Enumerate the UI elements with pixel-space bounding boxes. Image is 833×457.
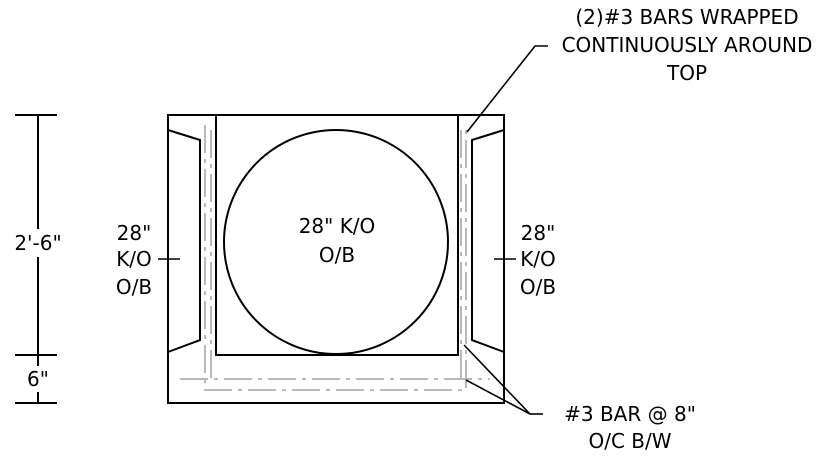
left-knockout-outline [167, 129, 201, 353]
rebar-wrap-line [204, 125, 467, 391]
bottom-note-leader-a [463, 344, 531, 415]
inner-opening [215, 114, 459, 356]
top-note-line-2: CONTINUOUSLY AROUND [562, 33, 813, 57]
left-knockout-label-line-2: K/O [116, 247, 152, 271]
top-note-line-3: TOP [666, 61, 707, 85]
center-knockout-label-line-1: 28" K/O [299, 214, 376, 238]
center-knockout-circle [223, 129, 449, 355]
right-knockout-outline [471, 129, 505, 353]
bottom-note-leader-b [465, 379, 531, 415]
bottom-note-line-2: O/C B/W [588, 429, 671, 453]
left-knockout-label-line-3: O/B [116, 275, 152, 299]
right-knockout-label-line-1: 28" [521, 221, 556, 245]
left-knockout-label-line-1: 28" [117, 221, 152, 245]
right-knockout-label-line-2: K/O [520, 247, 556, 271]
base-thickness-label-mask [20, 366, 56, 392]
wall-height-label: 2'-6" [14, 231, 61, 255]
top-note-line-1: (2)#3 BARS WRAPPED [575, 5, 798, 29]
right-knockout-label-line-3: O/B [520, 275, 556, 299]
base-thickness-label: 6" [27, 367, 49, 391]
center-knockout-label-line-2: O/B [319, 243, 355, 267]
bottom-note-line-1: #3 BAR @ 8" [564, 402, 696, 426]
top-note-leader [466, 45, 548, 133]
wall-height-label-mask [6, 229, 72, 257]
